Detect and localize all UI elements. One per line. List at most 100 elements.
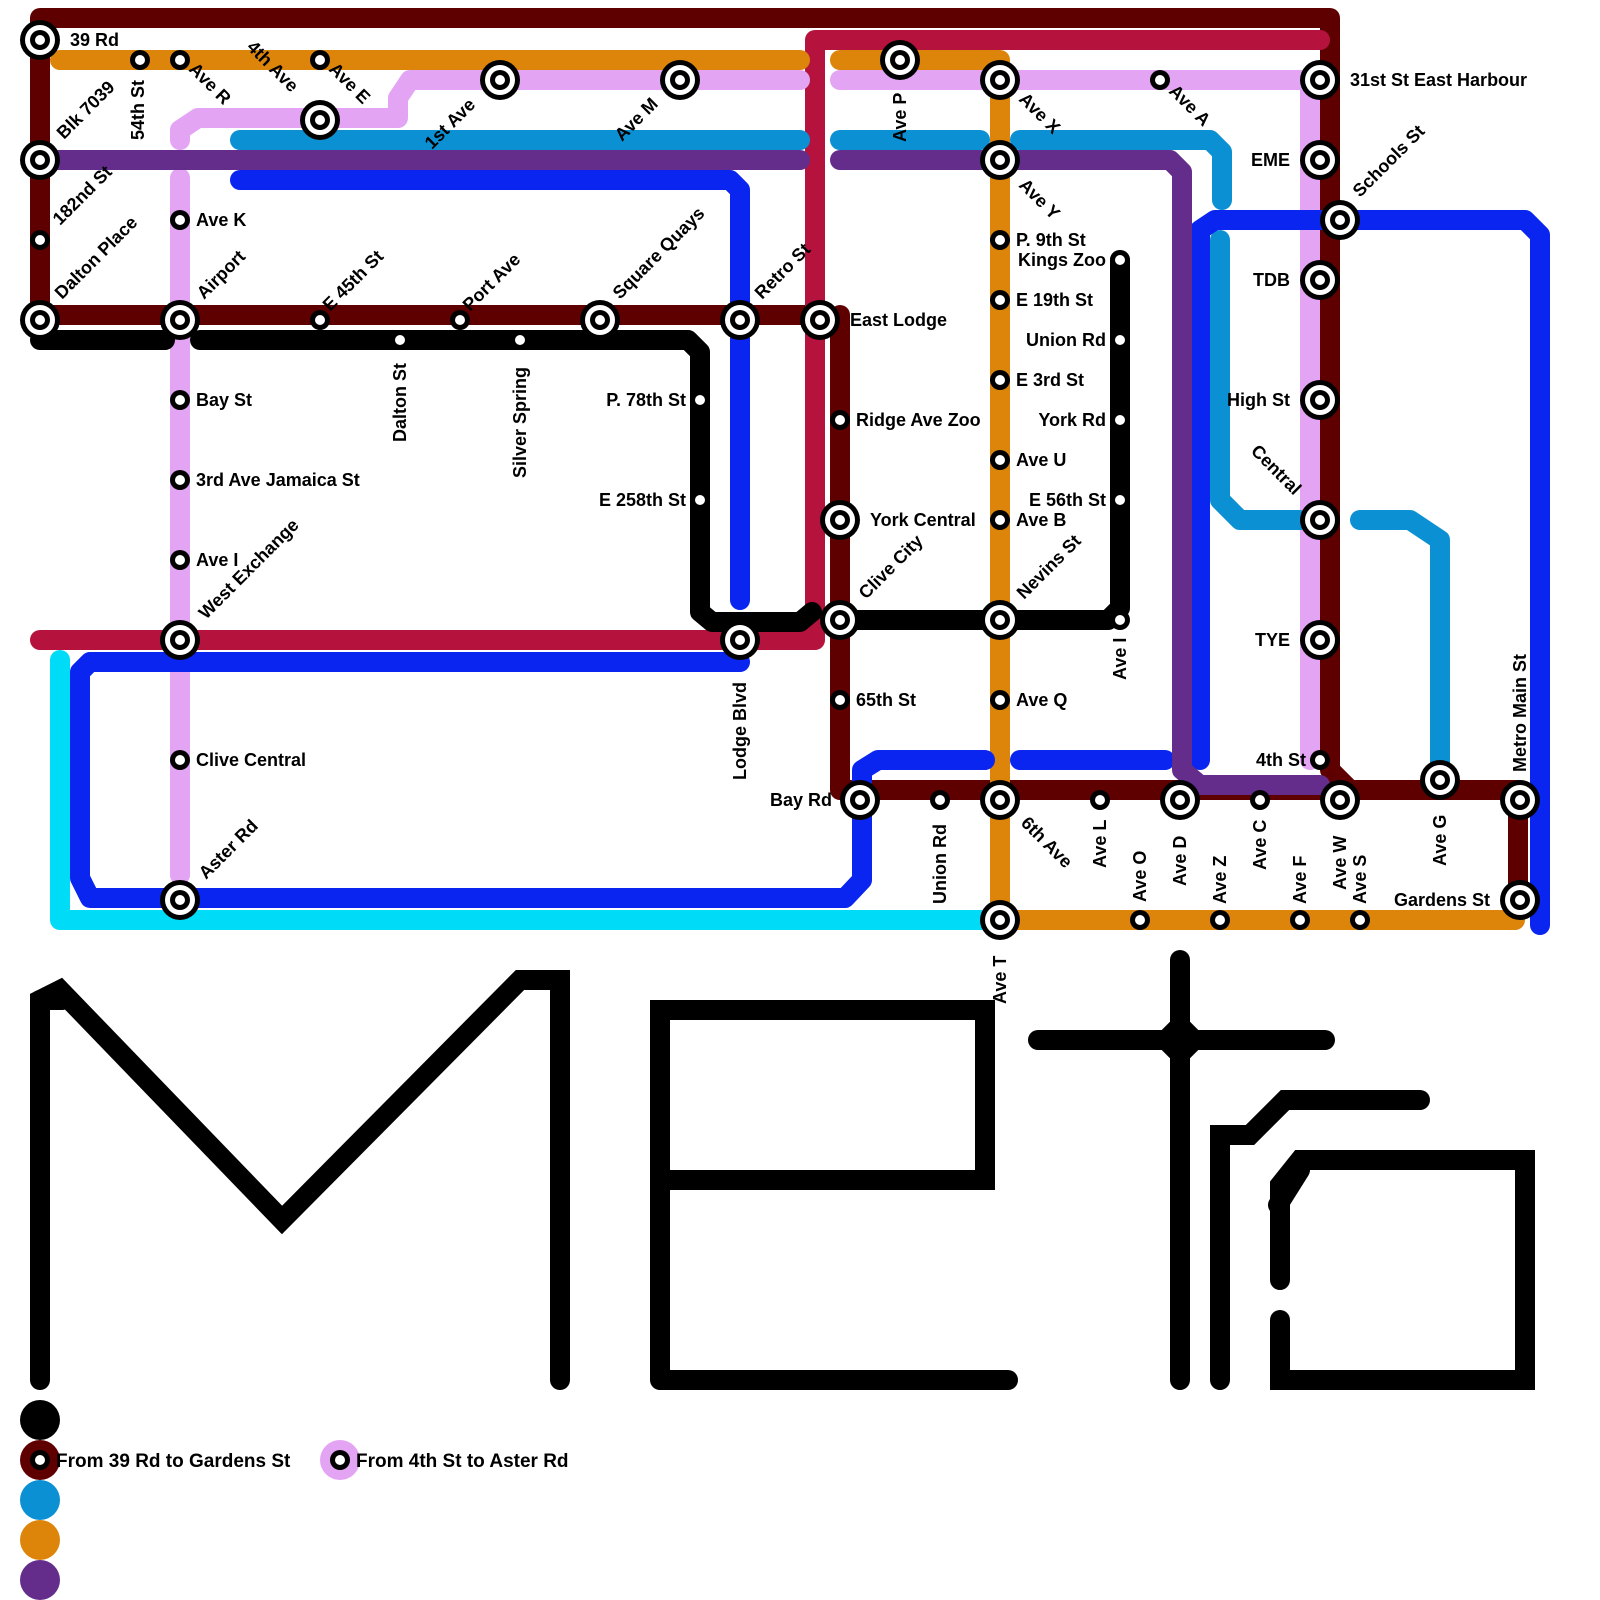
station-kingszoo[interactable]	[1110, 250, 1130, 270]
stop-center	[395, 335, 405, 345]
stop-center	[995, 515, 1005, 525]
station-65th[interactable]	[830, 690, 850, 710]
station-schools[interactable]	[1320, 200, 1360, 240]
station-label-tdb: TDB	[1253, 270, 1290, 290]
station-unionrd2[interactable]	[930, 790, 950, 810]
station-p78[interactable]	[690, 390, 710, 410]
station-avem[interactable]	[660, 60, 700, 100]
station-portave[interactable]	[450, 310, 470, 330]
station-avel[interactable]	[1090, 790, 1110, 810]
station-tdb[interactable]	[1300, 260, 1340, 300]
station-4thave[interactable]	[300, 100, 340, 140]
station-dalton[interactable]	[20, 300, 60, 340]
station-label-p78: P. 78th St	[606, 390, 686, 410]
station-gardens[interactable]	[1500, 880, 1540, 920]
station-bayst[interactable]	[170, 390, 190, 410]
station-unionrd1[interactable]	[1110, 330, 1130, 350]
station-westex[interactable]	[160, 620, 200, 660]
station-avet[interactable]	[980, 900, 1020, 940]
station-airport[interactable]	[160, 300, 200, 340]
station-yorkcentral[interactable]	[820, 500, 860, 540]
station-eme[interactable]	[1300, 140, 1340, 180]
station-label-avet: Ave T	[990, 956, 1010, 1004]
stop-center	[1295, 915, 1305, 925]
legend-stop-center	[335, 1455, 345, 1465]
station-aveu[interactable]	[990, 450, 1010, 470]
station-label-central: Central	[1247, 441, 1305, 499]
station-label-avey: Ave Y	[1015, 175, 1064, 224]
station-clivecity[interactable]	[820, 600, 860, 640]
station-e19[interactable]	[990, 290, 1010, 310]
station-nevins[interactable]	[980, 600, 1020, 640]
station-lodgeblvd[interactable]	[720, 620, 760, 660]
station-p9th[interactable]	[990, 230, 1010, 250]
station-avea[interactable]	[1150, 70, 1170, 90]
station-ridge[interactable]	[830, 410, 850, 430]
station-label-e56: E 56th St	[1029, 490, 1106, 510]
station-label-portave: Port Ave	[459, 249, 525, 315]
station-label-avei: Ave I	[196, 550, 238, 570]
station-clivecentral[interactable]	[170, 750, 190, 770]
station-e3rd[interactable]	[990, 370, 1010, 390]
station-avep[interactable]	[880, 40, 920, 80]
stop-center	[1255, 795, 1265, 805]
station-central[interactable]	[1300, 500, 1340, 540]
station-e258[interactable]	[690, 490, 710, 510]
station-3rdave[interactable]	[170, 470, 190, 490]
station-avek[interactable]	[170, 210, 190, 230]
legend-swatch	[20, 1400, 60, 1440]
station-retro[interactable]	[720, 300, 760, 340]
stop-center	[995, 375, 1005, 385]
station-aver[interactable]	[170, 50, 190, 70]
interchange-center	[1335, 795, 1345, 805]
station-label-lodgeblvd: Lodge Blvd	[730, 682, 750, 780]
station-label-aves: Ave S	[1350, 855, 1370, 904]
station-1stave[interactable]	[480, 60, 520, 100]
station-avex[interactable]	[980, 60, 1020, 100]
station-tye[interactable]	[1300, 620, 1340, 660]
station-avey[interactable]	[980, 140, 1020, 180]
station-54th[interactable]	[130, 50, 150, 70]
interchange-center	[1315, 635, 1325, 645]
station-label-ridge: Ridge Ave Zoo	[856, 410, 981, 430]
station-aveo[interactable]	[1130, 910, 1150, 930]
interchange-center	[175, 635, 185, 645]
station-eastlodge[interactable]	[800, 300, 840, 340]
station-39rd[interactable]	[20, 20, 60, 60]
station-bayrd[interactable]	[840, 780, 880, 820]
station-avez[interactable]	[1210, 910, 1230, 930]
station-aves[interactable]	[1350, 910, 1370, 930]
station-avew[interactable]	[1320, 780, 1360, 820]
station-e45[interactable]	[310, 310, 330, 330]
station-avei2[interactable]	[1110, 610, 1130, 630]
station-aveq[interactable]	[990, 690, 1010, 710]
station-avef[interactable]	[1290, 910, 1310, 930]
station-e56[interactable]	[1110, 490, 1130, 510]
interchange-center	[175, 315, 185, 325]
station-label-6thave: 6th Ave	[1017, 813, 1076, 872]
station-aved[interactable]	[1160, 780, 1200, 820]
station-silverspring[interactable]	[510, 330, 530, 350]
station-31st[interactable]	[1300, 60, 1340, 100]
station-highst[interactable]	[1300, 380, 1340, 420]
legend-swatch	[20, 1520, 60, 1560]
station-aster[interactable]	[160, 880, 200, 920]
station-daltonst[interactable]	[390, 330, 410, 350]
blue-line	[70, 652, 995, 908]
interchange-center	[995, 915, 1005, 925]
station-182nd[interactable]	[30, 230, 50, 250]
station-yorkrd[interactable]	[1110, 410, 1130, 430]
stop-center	[1135, 915, 1145, 925]
logo-diamond	[1151, 1011, 1209, 1069]
station-aveg[interactable]	[1420, 760, 1460, 800]
station-blk[interactable]	[20, 140, 60, 180]
station-avee[interactable]	[310, 50, 330, 70]
station-4thst[interactable]	[1310, 750, 1330, 770]
stop-center	[835, 415, 845, 425]
station-aveb[interactable]	[990, 510, 1010, 530]
station-avei[interactable]	[170, 550, 190, 570]
station-6thave[interactable]	[980, 780, 1020, 820]
station-squarequays[interactable]	[580, 300, 620, 340]
station-metromain[interactable]	[1500, 780, 1540, 820]
station-avec[interactable]	[1250, 790, 1270, 810]
